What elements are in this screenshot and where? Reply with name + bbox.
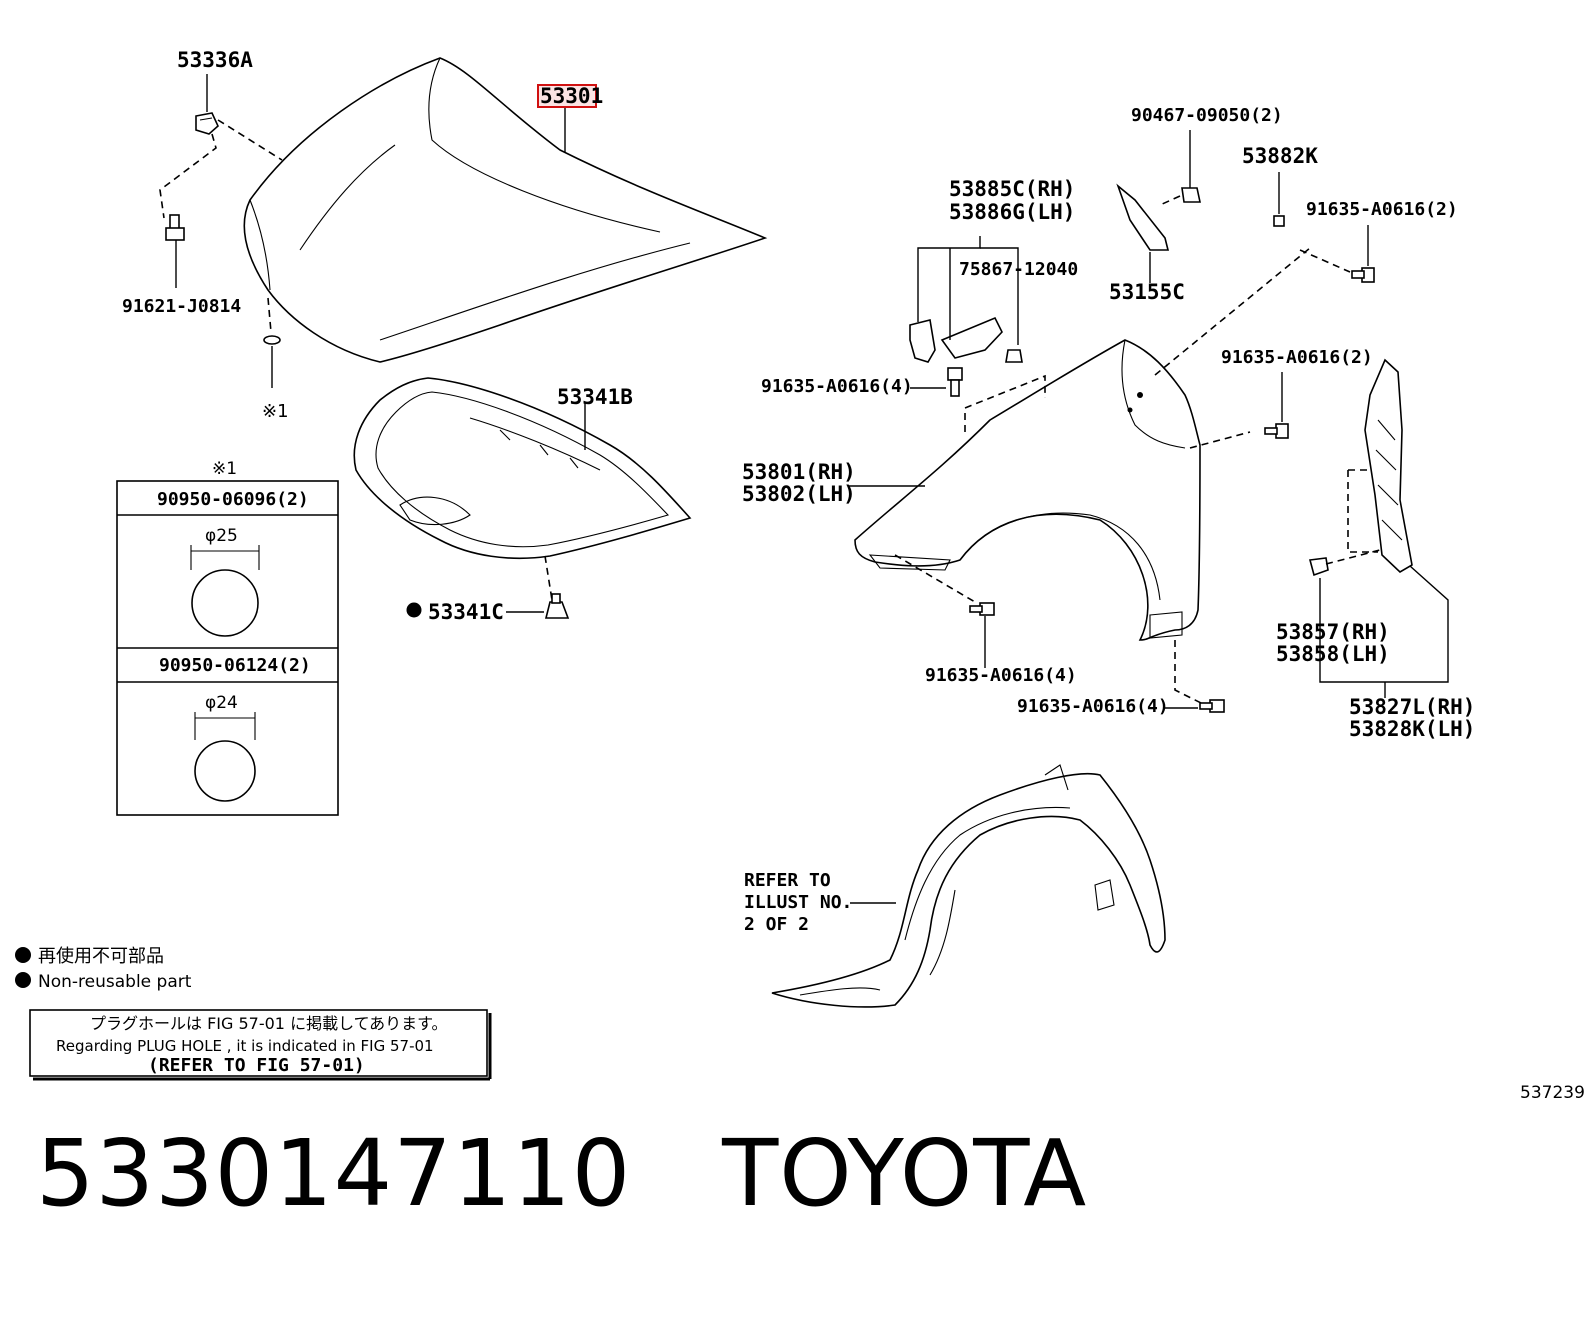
label-75867: 75867-12040 <box>959 259 1078 280</box>
front-fender[interactable] <box>854 339 1201 641</box>
label-90467: 90467-09050(2) <box>1131 105 1283 126</box>
hood-panel[interactable] <box>243 57 768 363</box>
fender-liner[interactable] <box>771 764 1166 1008</box>
label-53341c: 53341C <box>428 600 504 624</box>
dash-fender-front <box>894 554 976 603</box>
clip-53857[interactable] <box>1308 557 1329 577</box>
fender-bolt-rear[interactable] <box>1351 267 1375 283</box>
legend-en: Non-reusable part <box>38 972 192 992</box>
label-refer-2: ILLUST NO. <box>744 892 852 913</box>
fender-bolt-top[interactable] <box>947 367 963 397</box>
non-reusable-dot-icon <box>406 602 422 618</box>
plug-24-icon <box>194 740 256 802</box>
plug-25-icon <box>191 569 259 637</box>
dash-90467 <box>1159 195 1181 206</box>
fender-seal-75867[interactable] <box>940 316 1003 359</box>
label-53341b: 53341B <box>557 385 633 409</box>
label-53827l: 53827L(RH) <box>1349 695 1475 719</box>
legend-dot-icon-jp <box>15 947 31 963</box>
label-53886g: 53886G(LH) <box>949 200 1075 224</box>
label-refer-1: REFER TO <box>744 870 831 891</box>
plug-hole-note <box>29 1009 492 1081</box>
dash-fender-side <box>1189 431 1251 449</box>
dash-fender-bottom <box>1174 640 1206 706</box>
table-mark: ※1 <box>212 459 237 479</box>
fender-bracket-53885c[interactable] <box>909 319 936 363</box>
hood-insulator[interactable] <box>353 377 692 560</box>
label-53301[interactable]: 53301 <box>540 84 603 108</box>
table-row2-dia: φ24 <box>205 693 238 713</box>
label-bolt-rear: 91635-A0616(2) <box>1306 199 1458 220</box>
fender-seal-53827l[interactable] <box>1364 358 1413 573</box>
label-53857: 53857(RH) <box>1276 620 1390 644</box>
label-53858: 53858(LH) <box>1276 642 1390 666</box>
dash-bolt-rear <box>1299 249 1351 273</box>
label-53155c: 53155C <box>1109 280 1185 304</box>
plug-hole-table <box>116 480 339 816</box>
label-bolt-front: 91635-A0616(4) <box>925 665 1077 686</box>
caption-part-number: 5330147110 <box>36 1120 632 1227</box>
clip-90467[interactable] <box>1181 187 1201 203</box>
label-53336a: 53336A <box>177 48 253 72</box>
label-refer-3: 2 OF 2 <box>744 914 809 935</box>
leader-53827l <box>1319 565 1449 683</box>
dash-plug <box>267 297 272 333</box>
note-en: Regarding PLUG HOLE , it is indicated in… <box>56 1037 434 1055</box>
table-row2-part: 90950-06124(2) <box>159 655 311 676</box>
dash-clip-bolt <box>159 133 217 219</box>
insulator-clip-53341c[interactable] <box>544 593 570 619</box>
dash-53857 <box>1325 549 1381 565</box>
fender-bolt-bottom[interactable] <box>1199 699 1225 713</box>
note-jp: プラグホールは FIG 57-01 に掲載してあります。 <box>90 1014 448 1033</box>
label-53882k: 53882K <box>1242 144 1318 168</box>
part-caption: 5330147110 TOYOTA <box>36 1128 1087 1220</box>
clip-53882k[interactable] <box>1273 215 1285 227</box>
hood-bolt-91621[interactable] <box>165 214 185 241</box>
label-bolt-bottom: 91635-A0616(4) <box>1017 696 1169 717</box>
dash-53341c <box>544 555 553 601</box>
illust-number: 537239 <box>1520 1083 1585 1103</box>
highlight-53301 <box>537 84 597 108</box>
note-ref: (REFER TO FIG 57-01) <box>148 1055 365 1076</box>
hood-clip-53336a[interactable] <box>195 112 219 135</box>
label-53801: 53801(RH) <box>742 460 856 484</box>
table-row1-part: 90950-06096(2) <box>157 489 309 510</box>
fender-bolt-side[interactable] <box>1264 423 1289 439</box>
plug-hole-icon <box>263 335 281 345</box>
dash-fender-rear <box>1154 247 1311 376</box>
label-53828k: 53828K(LH) <box>1349 717 1475 741</box>
bracket-clip-icon <box>1005 349 1023 363</box>
legend-jp: 再使用不可部品 <box>38 946 164 967</box>
fender-bracket-53155c[interactable] <box>1116 183 1170 251</box>
dash-clip-hood <box>217 119 283 161</box>
dash-seal-a <box>1347 470 1378 553</box>
label-91621: 91621-J0814 <box>122 296 241 317</box>
label-bolt-top: 91635-A0616(4) <box>761 376 913 397</box>
table-row1-dia: φ25 <box>205 526 238 546</box>
label-53802: 53802(LH) <box>742 482 856 506</box>
dash-fender-top <box>964 374 1046 432</box>
leader-53885c-a <box>917 236 981 322</box>
label-53885c: 53885C(RH) <box>949 177 1075 201</box>
leader-75867 <box>980 247 1019 345</box>
legend-dot-icon-en <box>15 972 31 988</box>
label-bolt-side: 91635-A0616(2) <box>1221 347 1373 368</box>
label-plug-ref: ※1 <box>262 401 289 422</box>
caption-brand: TOYOTA <box>722 1120 1088 1227</box>
fender-bolt-front[interactable] <box>969 602 995 616</box>
